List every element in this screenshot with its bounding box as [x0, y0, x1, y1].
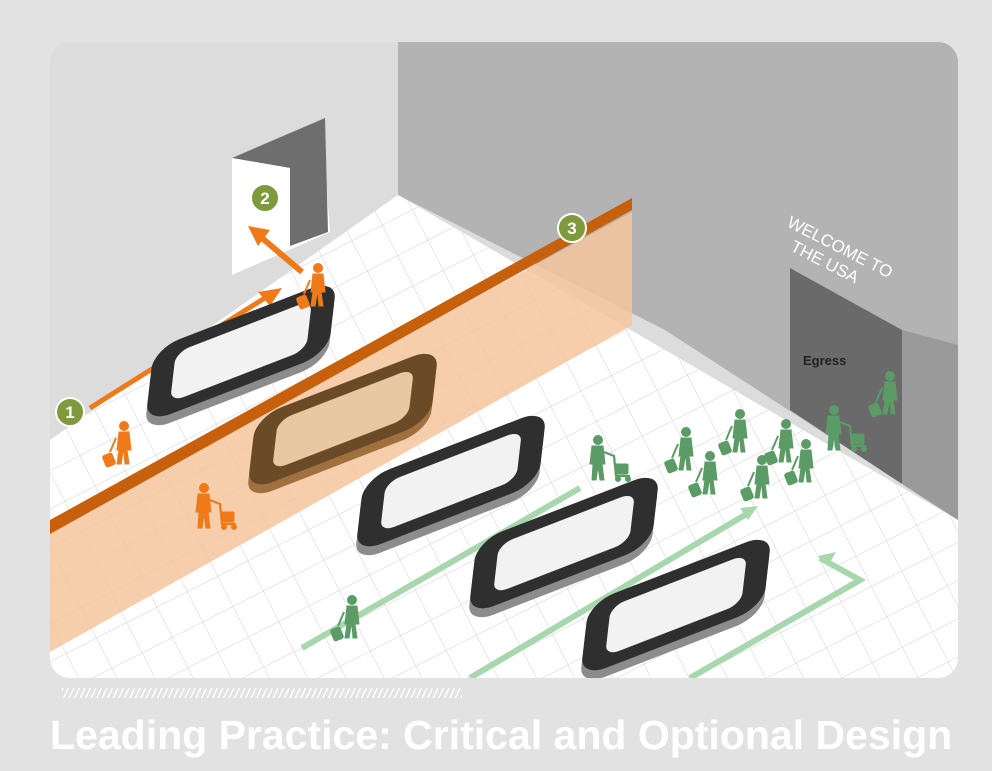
divider-line	[50, 198, 632, 534]
step-2-marker: 2	[250, 183, 280, 213]
green-arrow-head	[818, 552, 836, 566]
svg-text:3: 3	[567, 219, 576, 238]
baggage-carousel-2	[248, 353, 437, 494]
egress-label: Egress	[803, 353, 846, 368]
step-3-marker: 3	[557, 213, 587, 243]
green-arrow-head	[740, 506, 758, 520]
egress-door	[790, 268, 902, 484]
orange-arrow-2	[248, 226, 304, 275]
page-title: Leading Practice: Critical and Optional …	[50, 712, 953, 758]
baggage-carousel-4	[469, 477, 658, 618]
svg-text:2: 2	[260, 189, 269, 208]
baggage-carousel-5	[581, 539, 770, 678]
svg-text:1: 1	[65, 403, 74, 422]
step-1-marker: 1	[55, 397, 85, 427]
baggage-carousel-1	[146, 285, 335, 426]
decorative-stripes	[62, 688, 462, 698]
baggage-carousel-3	[356, 415, 545, 556]
exit-doorway	[232, 118, 328, 246]
